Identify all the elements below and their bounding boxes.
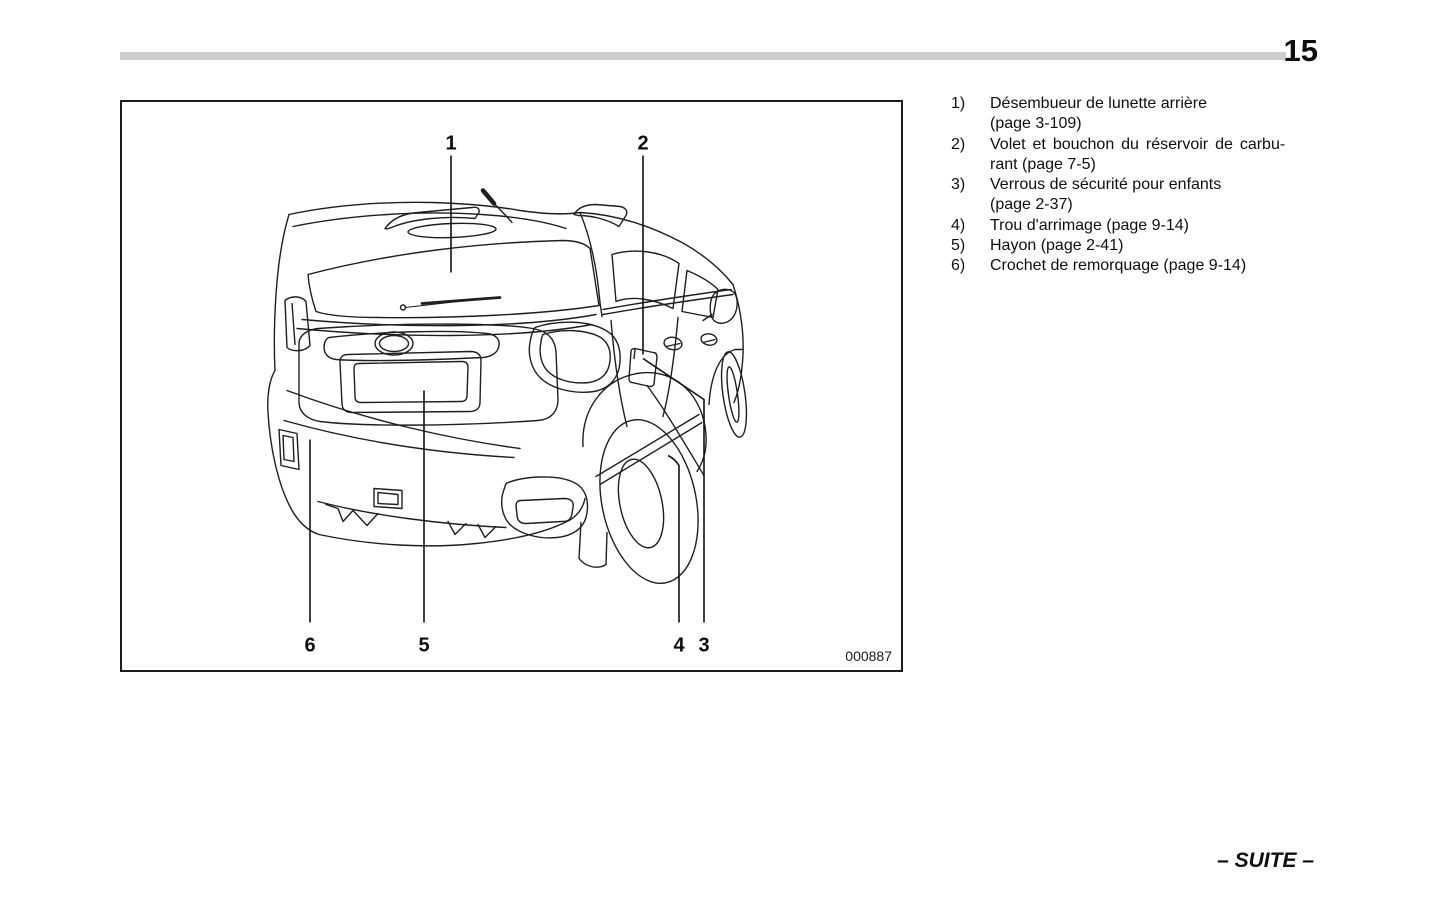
- fuel-door-notch: [633, 348, 636, 360]
- legend-list: 1) Désembueur de lunette arrière (page 3…: [951, 94, 1323, 277]
- hitch-cover-inner: [377, 491, 399, 506]
- sill-line-2: [595, 413, 700, 478]
- rear-tire: [599, 419, 699, 584]
- callout-line-3: [642, 357, 705, 623]
- hitch-cover-outer: [373, 487, 403, 510]
- emblem-outer: [374, 331, 414, 356]
- callout-label-6: 6: [304, 635, 315, 657]
- door-cut-front: [662, 316, 679, 418]
- figure-box: 1 2 6 5 4 3 000887: [120, 100, 903, 672]
- side-mirror: [709, 288, 738, 324]
- callout-label-5: 5: [418, 635, 429, 657]
- emblem-inner: [378, 334, 410, 353]
- bumper-reflector-left: [278, 428, 300, 471]
- front-wheel-arch: [708, 348, 743, 406]
- wiper-pivot: [399, 304, 407, 311]
- car-illustration: 1 2 6 5 4 3: [267, 133, 748, 657]
- legend-item-1: 1) Désembueur de lunette arrière (page 3…: [951, 94, 1323, 135]
- legend-item-number: 2): [951, 135, 966, 153]
- legend-item-number: 5): [951, 237, 966, 255]
- c-pillar: [579, 211, 603, 318]
- antenna: [492, 201, 513, 224]
- tailgate-fold-1: [301, 313, 597, 327]
- tailgate-panel: [298, 323, 559, 426]
- taillight-right-outer: [528, 321, 621, 393]
- plate-recess: [339, 350, 482, 414]
- legend-item-number: 6): [951, 257, 966, 275]
- legend-item-text: Hayon (page 2-41): [990, 237, 1124, 255]
- legend-item-number: 1): [951, 95, 966, 112]
- roof-rail-left: [384, 206, 480, 230]
- legend-item-2: 2) Volet et bouchon du réservoir de carb…: [951, 135, 1323, 176]
- fuel-door: [628, 347, 658, 388]
- rear-wiper-arm: [404, 299, 468, 309]
- taillight-left: [284, 296, 311, 352]
- figure-code: 000887: [845, 648, 892, 664]
- rear-door-handle: [663, 336, 683, 351]
- front-door-handle: [700, 333, 718, 346]
- callout-label-2: 2: [637, 133, 648, 155]
- fog-recess-inner: [515, 497, 574, 525]
- body-outline: [267, 213, 586, 547]
- legend-item-text: (page 2-37): [990, 196, 1073, 214]
- legend-item-text: (page 3-109): [990, 115, 1082, 133]
- legend-item-5: 5) Hayon (page 2-41): [951, 236, 1323, 256]
- diffuser-fins: [325, 503, 497, 539]
- sill-line-1: [599, 421, 703, 486]
- legend-item-text: rant (page 7-5): [990, 155, 1096, 173]
- roofline: [288, 201, 734, 286]
- rear-door-window: [611, 250, 680, 310]
- bumper-crease-2: [283, 419, 515, 459]
- plate-inner: [353, 360, 469, 404]
- legend-item-text: Volet et bouchon du réservoir de carbu-: [990, 135, 1286, 153]
- spoiler-light: [407, 222, 497, 239]
- front-door-window: [681, 269, 719, 319]
- page-number: 15: [1283, 33, 1318, 68]
- legend-item-text: Trou d'arrimage (page 9-14): [990, 216, 1189, 234]
- front-tire: [720, 351, 748, 438]
- car-rear-view: [267, 188, 748, 584]
- legend-item-number: 4): [951, 216, 966, 234]
- legend-item-text: Verrous de sécurité pour enfants: [990, 176, 1222, 194]
- bumper-crease-1: [286, 389, 521, 450]
- legend-item-number: 3): [951, 176, 966, 194]
- rear-wiper-blade: [420, 296, 502, 305]
- callout-label-1: 1: [445, 133, 456, 155]
- legend-item-text: Désembueur de lunette arrière: [990, 95, 1208, 112]
- diffuser-top: [317, 500, 507, 529]
- callout-label-3: 3: [698, 635, 709, 657]
- legend-item-text: Crochet de remorquage (page 9-14): [990, 257, 1247, 275]
- rear-rim: [617, 458, 665, 549]
- continuation-marker: – SUITE –: [1217, 849, 1314, 872]
- legend-item-4: 4) Trou d'arrimage (page 9-14): [951, 216, 1323, 236]
- roof-rail-right: [573, 203, 628, 228]
- rear-window: [307, 239, 600, 319]
- beltline-lower: [602, 293, 734, 316]
- legend-item-3: 3) Verrous de sécurité pour enfants (pag…: [951, 175, 1323, 216]
- spoiler-lip: [292, 212, 567, 230]
- callout-line-4: [667, 454, 680, 623]
- front-fender-edge: [732, 283, 744, 404]
- tailgate-garnish: [323, 330, 500, 362]
- legend-item-6: 6) Crochet de remorquage (page 9-14): [951, 256, 1323, 276]
- fog-recess: [501, 476, 589, 539]
- callout-label-4: 4: [673, 635, 685, 657]
- callout-annotations: 1 2 6 5 4 3: [304, 133, 709, 657]
- antenna-tip: [480, 188, 497, 206]
- mirror-stem: [702, 313, 713, 322]
- mud-flap: [578, 521, 608, 568]
- header-rule: [120, 52, 1286, 60]
- tailgate-fold-2: [296, 323, 593, 337]
- quarter-crease: [646, 384, 705, 477]
- taillight-right-inner: [539, 329, 611, 384]
